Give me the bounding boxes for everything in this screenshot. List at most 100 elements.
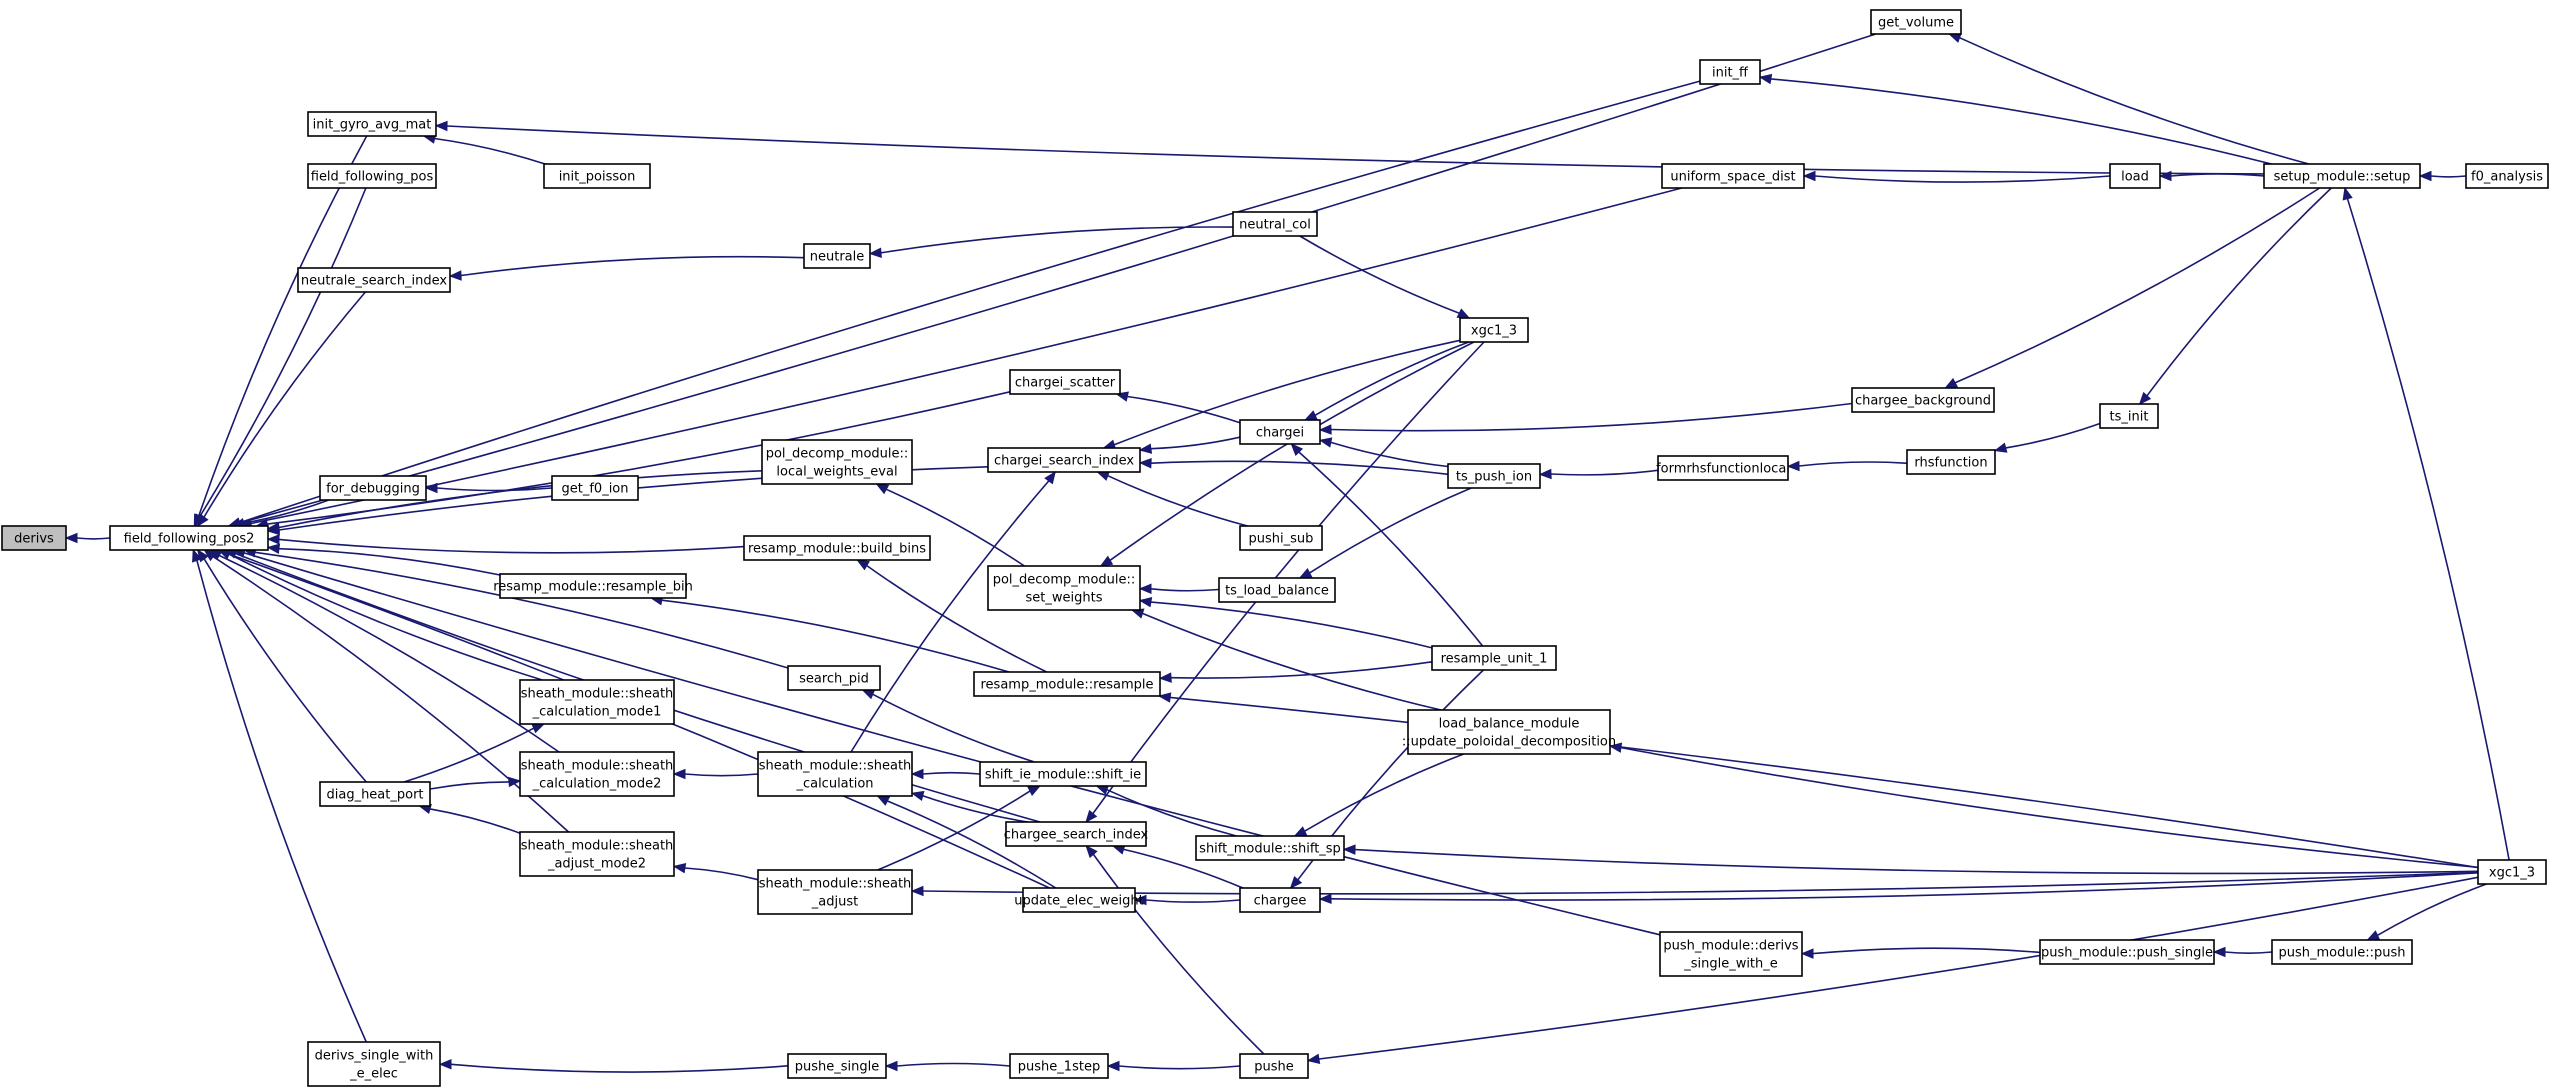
node-box xyxy=(1239,887,1321,913)
node-push-single[interactable]: push_module::push_single xyxy=(2039,939,2215,965)
node-pushe-1step[interactable]: pushe_1step xyxy=(1009,1053,1109,1079)
node-lbm[interactable]: load_balance_module::update_poloidal_dec… xyxy=(1402,709,1616,755)
node-init-gyro[interactable]: init_gyro_avg_mat xyxy=(307,111,437,137)
node-box xyxy=(319,781,431,807)
arrowhead xyxy=(2158,170,2172,182)
arrowhead xyxy=(1304,410,1318,421)
edge-line xyxy=(429,781,510,790)
node-formrhs[interactable]: formrhsfunctionlocal xyxy=(1656,455,1790,481)
arrowhead xyxy=(266,543,281,554)
node-rhsfunction[interactable]: rhsfunction xyxy=(1906,449,1996,475)
node-dswe-elec[interactable]: derivs_single_with_e_elec xyxy=(307,1041,441,1087)
edge-resample_bin-to-ffp2 xyxy=(266,543,501,576)
node-sheath-calc[interactable]: sheath_module::sheath_calculation xyxy=(757,751,913,797)
node-label: sheath_module::sheath xyxy=(759,759,912,774)
node-box xyxy=(761,439,913,485)
edge-f0_analysis-to-setup xyxy=(2418,170,2467,182)
arrowhead xyxy=(1318,893,1332,905)
node-box xyxy=(787,1053,887,1079)
node-label: chargee_search_index xyxy=(1004,828,1149,843)
node-shift-ie[interactable]: shift_ie_module::shift_ie xyxy=(979,761,1147,787)
node-uew[interactable]: update_elec_weight xyxy=(1014,887,1144,913)
node-chargei-si[interactable]: chargei_search_index xyxy=(987,447,1141,473)
node-ts-push-ion[interactable]: ts_push_ion xyxy=(1447,463,1541,489)
node-neutral-col[interactable]: neutral_col xyxy=(1232,211,1318,237)
node-label: load xyxy=(2121,170,2149,185)
node-chargei[interactable]: chargei xyxy=(1239,419,1321,445)
node-neutrale[interactable]: neutrale xyxy=(803,243,871,269)
node-set-weights[interactable]: pol_decomp_module::set_weights xyxy=(987,565,1141,611)
edge-line xyxy=(2377,883,2487,936)
node-box xyxy=(973,671,1161,697)
node-label: derivs xyxy=(14,532,54,547)
node-pushi-sub[interactable]: pushi_sub xyxy=(1239,525,1323,551)
arrowhead xyxy=(875,483,890,495)
arrowhead xyxy=(1944,377,1959,389)
node-init-poisson[interactable]: init_poisson xyxy=(543,163,651,189)
node-diag-heat[interactable]: diag_heat_port xyxy=(319,781,431,807)
node-ts-init[interactable]: ts_init xyxy=(2099,403,2159,429)
node-ffp2[interactable]: field_following_pos2 xyxy=(109,525,269,551)
node-box xyxy=(551,475,639,501)
node-usd[interactable]: uniform_space_dist xyxy=(1661,163,1805,189)
node-chargee-si[interactable]: chargee_search_index xyxy=(1004,821,1149,847)
node-xgc1-3-mid[interactable]: xgc1_3 xyxy=(1459,317,1529,343)
node-search-pid[interactable]: search_pid xyxy=(787,665,881,691)
node-lwe[interactable]: pol_decomp_module::local_weights_eval xyxy=(761,439,913,485)
node-label: push_module::derivs xyxy=(1663,939,1798,954)
edge-setup-to-init_gyro xyxy=(434,120,2265,175)
node-label: diag_heat_port xyxy=(326,788,423,803)
arrowhead xyxy=(448,270,462,281)
node-ffpos[interactable]: field_following_pos xyxy=(307,163,437,189)
edge-diag_heat-to-calc2 xyxy=(429,776,522,790)
node-pushe[interactable]: pushe xyxy=(1239,1053,1309,1079)
node-push[interactable]: push_module::push xyxy=(2271,939,2413,965)
node-sheath-adjust[interactable]: sheath_module::sheath_adjust xyxy=(757,869,913,915)
node-load[interactable]: load xyxy=(2109,163,2161,189)
node-label: get_volume xyxy=(1878,16,1954,31)
node-label: shift_module::shift_sp xyxy=(1199,842,1341,857)
node-adjust2[interactable]: sheath_module::sheath_adjust_mode2 xyxy=(519,831,675,877)
arrowhead xyxy=(424,482,438,494)
node-for-debugging[interactable]: for_debugging xyxy=(319,475,427,501)
arrowhead xyxy=(2212,946,2226,958)
arrowhead xyxy=(1289,875,1303,889)
node-build-bins[interactable]: resamp_module::build_bins xyxy=(743,535,931,561)
edge-line xyxy=(2170,173,2265,177)
node-box xyxy=(2465,163,2549,189)
node-derivs[interactable]: derivs xyxy=(1,525,67,551)
node-pushe-single[interactable]: pushe_single xyxy=(787,1053,887,1079)
node-dswe[interactable]: push_module::derivs_single_with_e xyxy=(1659,931,1803,977)
node-shift-sp[interactable]: shift_module::shift_sp xyxy=(1195,835,1345,861)
node-init-ff[interactable]: init_ff xyxy=(1699,59,1761,85)
call-edges xyxy=(64,32,2510,1073)
node-label: pushi_sub xyxy=(1249,532,1314,547)
node-calc1[interactable]: sheath_module::sheath_calculation_mode1 xyxy=(519,679,675,725)
node-resample-unit[interactable]: resample_unit_1 xyxy=(1431,645,1557,671)
node-label: pushe_1step xyxy=(1018,1060,1100,1075)
arrowhead xyxy=(1158,672,1172,683)
arrowhead xyxy=(1290,443,1304,456)
node-setup[interactable]: setup_module::setup xyxy=(2263,163,2421,189)
edge-xgc1_3_r-to-lbm xyxy=(1608,742,2479,869)
node-resample[interactable]: resamp_module::resample xyxy=(973,671,1161,697)
node-resample-bin[interactable]: resamp_module::resample_bin xyxy=(493,573,693,599)
node-xgc1-3-r[interactable]: xgc1_3 xyxy=(2477,859,2547,885)
node-get-volume[interactable]: get_volume xyxy=(1870,9,1962,35)
arrowhead xyxy=(1318,424,1332,435)
node-label: xgc1_3 xyxy=(1471,324,1517,339)
node-chargei-scatter[interactable]: chargei_scatter xyxy=(1009,369,1121,395)
node-nsi[interactable]: neutrale_search_index xyxy=(297,267,451,293)
arrowhead xyxy=(1800,948,1814,959)
edge-xgc1_3_r-to-resample xyxy=(1157,692,2479,869)
edge-sheath_calc-to-calc2 xyxy=(672,768,759,780)
node-chargee-bg[interactable]: chargee_background xyxy=(1851,387,1995,413)
node-box xyxy=(307,111,437,137)
node-f0-analysis[interactable]: f0_analysis xyxy=(2465,163,2549,189)
node-get-f0-ion[interactable]: get_f0_ion xyxy=(551,475,639,501)
node-label: chargee xyxy=(1254,894,1307,909)
node-chargee[interactable]: chargee xyxy=(1239,887,1321,913)
node-calc2[interactable]: sheath_module::sheath_calculation_mode2 xyxy=(519,751,675,797)
arrowhead xyxy=(196,513,209,528)
node-ts-load-balance[interactable]: ts_load_balance xyxy=(1218,577,1336,603)
